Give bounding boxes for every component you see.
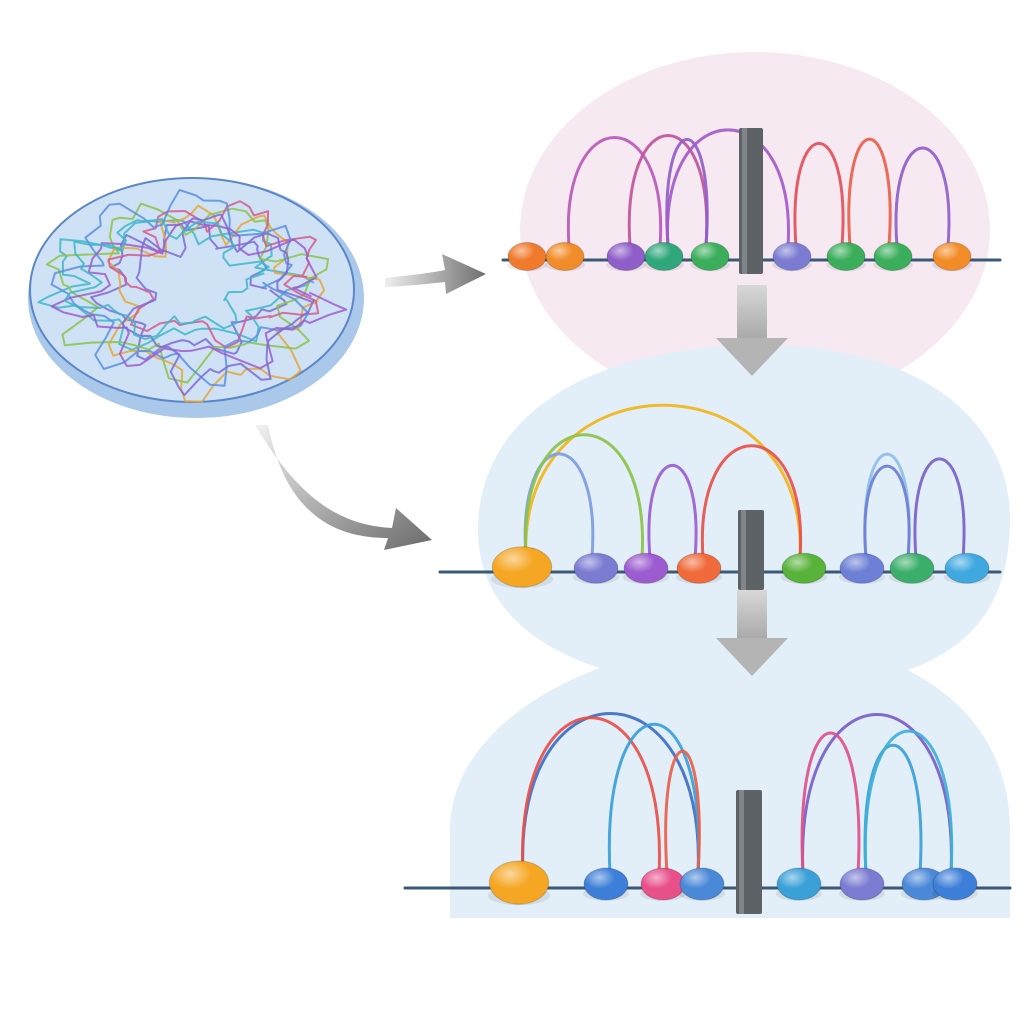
chromatin-strand xyxy=(50,220,348,370)
chromatin-loop xyxy=(664,749,701,876)
chromatin-loop xyxy=(647,463,698,560)
bead-highlight xyxy=(945,553,989,584)
chromatin-loop xyxy=(524,403,802,560)
loop-arcs xyxy=(566,128,951,248)
bead-highlight xyxy=(489,861,549,905)
chromatin-loop xyxy=(863,729,954,876)
chromatin-loop xyxy=(913,457,966,560)
bead-highlight xyxy=(782,553,826,584)
bead-highlight xyxy=(874,242,912,271)
barrier-highlight xyxy=(742,128,747,274)
chromatin-strand xyxy=(90,223,288,361)
panel-middle xyxy=(438,403,1002,590)
chromatin-loop xyxy=(607,723,701,876)
chromatin-strand xyxy=(50,189,310,387)
nucleosome-beads xyxy=(487,860,979,906)
nucleus xyxy=(28,177,364,418)
chromatin-strand xyxy=(107,200,320,349)
bead-highlight xyxy=(607,242,645,271)
chromatin-loop xyxy=(801,713,953,876)
bead-highlight xyxy=(890,553,934,584)
bead-highlight xyxy=(933,242,971,271)
bead-highlight xyxy=(641,868,685,900)
barrier-highlight xyxy=(739,790,744,914)
bead-highlight xyxy=(933,868,977,900)
arrow-to-middle-panel xyxy=(255,425,432,550)
bead-highlight xyxy=(680,868,724,900)
panel-top xyxy=(501,128,1002,274)
bead-highlight xyxy=(677,553,721,584)
chromatin-loop xyxy=(894,146,951,248)
loop-arcs xyxy=(523,403,966,560)
chromatin-loop xyxy=(700,444,803,560)
chromatin-strand xyxy=(63,218,270,341)
chromatin-loop xyxy=(665,138,709,248)
chromatin-strand xyxy=(121,213,315,397)
chromatin-loop xyxy=(793,142,845,248)
bead-highlight xyxy=(584,868,628,900)
chromatin-strand xyxy=(45,202,330,384)
chromatin-loop xyxy=(863,464,911,560)
panel-bottom xyxy=(403,712,1012,914)
bead-highlight xyxy=(840,868,884,900)
loop-arcs xyxy=(521,712,954,876)
flow-arrows xyxy=(255,254,788,676)
chromatin-loop xyxy=(521,712,700,876)
chromatin-tangle xyxy=(37,189,348,403)
bead-highlight xyxy=(546,242,584,271)
bead-highlight xyxy=(645,242,683,271)
chromatin-loop xyxy=(666,128,790,248)
panel-bottom-background xyxy=(450,640,1010,918)
bead-highlight xyxy=(840,553,884,584)
chromatin-strand xyxy=(37,219,315,351)
arrow-top-to-middle xyxy=(716,285,788,376)
chromatin-loop xyxy=(800,731,861,876)
nucleosome-beads xyxy=(490,546,991,589)
bead-highlight xyxy=(902,868,946,900)
nucleosome-beads xyxy=(507,242,972,272)
chromatin-loop xyxy=(524,433,644,560)
arrow-middle-to-bottom xyxy=(716,590,788,676)
bead-highlight xyxy=(691,242,729,271)
arrow-to-top-panel xyxy=(385,254,486,294)
chromatin-loop xyxy=(627,133,709,248)
bead-highlight xyxy=(827,242,865,271)
bead-highlight xyxy=(624,553,668,584)
bead-highlight xyxy=(777,868,821,900)
chromatin-loop xyxy=(521,716,661,876)
bead-highlight xyxy=(574,553,618,584)
bead-highlight xyxy=(773,242,811,271)
bead-highlight xyxy=(508,242,546,271)
barrier-highlight xyxy=(741,510,746,590)
chromatin-loop xyxy=(847,137,892,248)
bead-highlight xyxy=(492,546,552,588)
chromatin-loop xyxy=(566,136,663,248)
loop-panels xyxy=(403,128,1012,914)
